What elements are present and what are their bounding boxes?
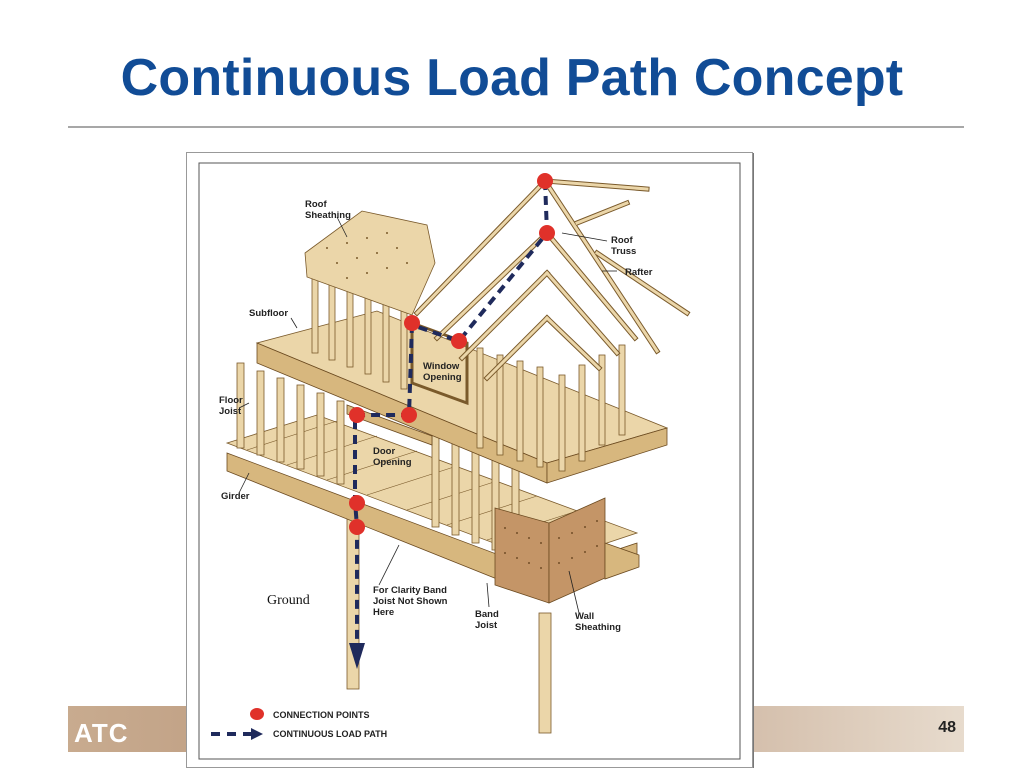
connection-point-girder bbox=[349, 495, 365, 511]
connection-points bbox=[349, 173, 555, 535]
legend-connection-point-icon bbox=[250, 708, 264, 720]
lower-wall-studs bbox=[236, 362, 520, 559]
callout-window-opening: Window Opening bbox=[423, 361, 462, 383]
roof-sheathing-panel bbox=[304, 210, 436, 316]
title-divider bbox=[68, 126, 964, 128]
callout-roof-sheathing: Roof Sheathing bbox=[305, 199, 351, 221]
callout-wall-sheathing: Wall Sheathing bbox=[575, 611, 621, 633]
callout-rafter: Rafter bbox=[625, 267, 653, 278]
connection-point-foundation bbox=[349, 519, 365, 535]
load-path-arrowhead bbox=[349, 643, 365, 669]
ground-label: Ground bbox=[267, 593, 310, 608]
connection-point-truss bbox=[539, 225, 555, 241]
atc-logo: ATC bbox=[74, 718, 129, 748]
upper-wall-studs bbox=[311, 267, 626, 472]
connection-point-floor bbox=[401, 407, 417, 423]
connection-point-rafter-heel bbox=[451, 333, 467, 349]
legend: CONNECTION POINTS CONTINUOUS LOAD PATH bbox=[211, 708, 387, 740]
roof-trusses-fill bbox=[414, 178, 690, 381]
house-framing-diagram: Roof Sheathing Roof Truss Rafter Subfloo… bbox=[198, 162, 741, 760]
wall-sheathing-nails bbox=[504, 520, 598, 569]
callout-band-joist-note: For Clarity Band Joist Not Shown Here bbox=[373, 585, 450, 618]
connection-point-door-top bbox=[349, 407, 365, 423]
callout-floor-joist: Floor Joist bbox=[219, 395, 245, 417]
sheathing-nails bbox=[326, 232, 408, 279]
connection-point-ridge bbox=[537, 173, 553, 189]
callout-subfloor: Subfloor bbox=[249, 308, 288, 319]
callout-leaders bbox=[238, 216, 617, 614]
callout-girder: Girder bbox=[221, 491, 250, 502]
door-header bbox=[346, 404, 433, 446]
connection-point-window-top bbox=[404, 315, 420, 331]
legend-continuous-load-path: CONTINUOUS LOAD PATH bbox=[273, 729, 387, 739]
post-right bbox=[538, 612, 552, 734]
callout-door-opening: Door Opening bbox=[373, 446, 412, 468]
floor-band-side bbox=[546, 427, 668, 484]
slide-title: Continuous Load Path Concept bbox=[120, 49, 904, 107]
callout-roof-truss: Roof Truss bbox=[611, 235, 636, 257]
page-number: 48 bbox=[938, 719, 956, 736]
legend-connection-points: CONNECTION POINTS bbox=[273, 710, 370, 720]
load-path-figure: Roof Sheathing Roof Truss Rafter Subfloo… bbox=[186, 152, 753, 768]
right-deck-edge bbox=[604, 542, 640, 580]
legend-arrowhead-icon bbox=[251, 728, 263, 740]
callout-band-joist: Band Joist bbox=[475, 609, 501, 631]
